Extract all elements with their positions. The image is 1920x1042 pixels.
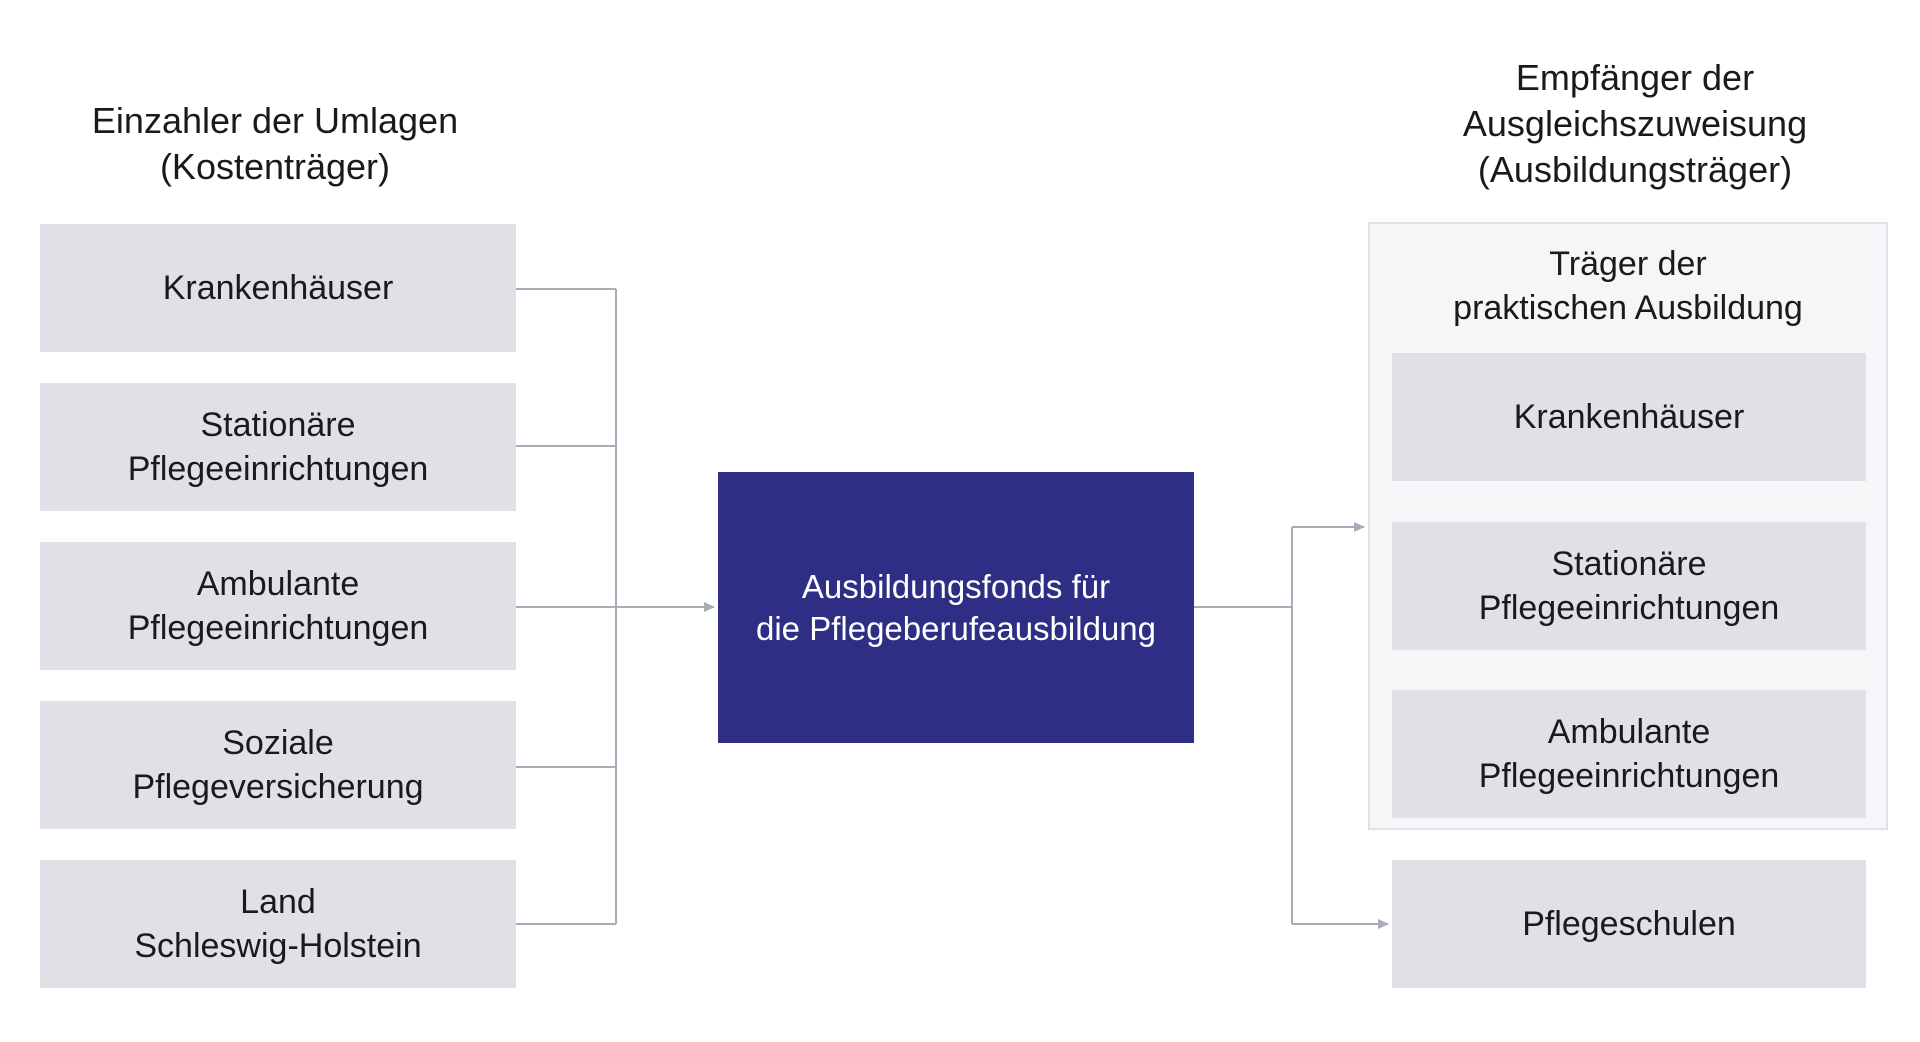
source-outpatient-care-line-1: Ambulante — [196, 565, 360, 603]
recipients-heading-line-1: Empfänger der — [1515, 57, 1755, 98]
source-care-insurance-line-1: Soziale — [222, 724, 334, 762]
recipients-heading: Empfänger der Ausgleichszuweisung (Ausbi… — [1370, 55, 1900, 193]
payers-heading: Einzahler der Umlagen (Kostenträger) — [40, 98, 510, 190]
recipient-hospitals: Krankenhäuser — [1392, 353, 1866, 481]
recipient-nursing-schools-label: Pflegeschulen — [1522, 905, 1736, 943]
recipient-inpatient-care: Stationäre Pflegeeinrichtungen — [1392, 522, 1866, 650]
source-inpatient-care-line-2: Pflegeeinrichtungen — [127, 450, 429, 488]
recipient-nursing-schools: Pflegeschulen — [1392, 860, 1866, 988]
source-care-insurance-line-2: Pflegeversicherung — [132, 768, 424, 806]
source-inpatient-care-line-1: Stationäre — [200, 406, 356, 444]
source-outpatient-care-line-2: Pflegeeinrichtungen — [127, 609, 429, 647]
recipient-outpatient-care: Ambulante Pflegeeinrichtungen — [1392, 690, 1866, 818]
group-title-line-2: praktischen Ausbildung — [1453, 289, 1803, 327]
group-title-line-1: Träger der — [1549, 245, 1707, 283]
practical-training-group-title: Träger der praktischen Ausbildung — [1368, 242, 1888, 330]
source-inpatient-care: Stationäre Pflegeeinrichtungen — [40, 383, 516, 511]
training-fund-box: Ausbildungsfonds für die Pflegeberufeaus… — [718, 472, 1194, 743]
source-state-line-2: Schleswig-Holstein — [134, 927, 422, 965]
source-state: Land Schleswig-Holstein — [40, 860, 516, 988]
recipient-inpatient-care-line-2: Pflegeeinrichtungen — [1478, 589, 1780, 627]
payers-heading-line-2: (Kostenträger) — [159, 146, 391, 187]
recipient-outpatient-care-line-2: Pflegeeinrichtungen — [1478, 757, 1780, 795]
source-state-line-1: Land — [240, 883, 316, 921]
training-fund-line-2: die Pflegeberufeausbildung — [756, 609, 1156, 647]
source-hospitals-label: Krankenhäuser — [162, 269, 394, 307]
recipients-heading-line-2: Ausgleichszuweisung — [1462, 103, 1808, 144]
training-fund-line-1: Ausbildungsfonds für — [801, 567, 1111, 605]
recipient-hospitals-label: Krankenhäuser — [1513, 398, 1745, 436]
payers-heading-line-1: Einzahler der Umlagen — [91, 100, 459, 141]
recipient-outpatient-care-line-1: Ambulante — [1547, 713, 1711, 751]
recipients-heading-line-3: (Ausbildungsträger) — [1477, 149, 1793, 190]
recipient-inpatient-care-line-1: Stationäre — [1551, 545, 1707, 583]
source-care-insurance: Soziale Pflegeversicherung — [40, 701, 516, 829]
source-outpatient-care: Ambulante Pflegeeinrichtungen — [40, 542, 516, 670]
source-hospitals: Krankenhäuser — [40, 224, 516, 352]
